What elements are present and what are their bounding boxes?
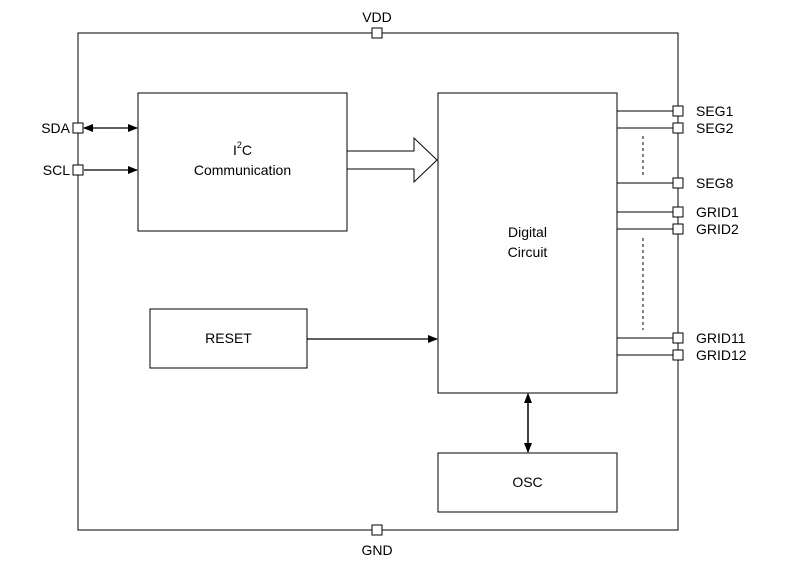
sda-pin — [72, 122, 84, 134]
sda-label: SDA — [41, 120, 70, 136]
seg1-pin — [672, 105, 684, 117]
grid12-label: GRID12 — [696, 347, 747, 363]
i2c-suffix: C — [241, 142, 253, 158]
digital-circuit-title: Digital Circuit — [438, 222, 617, 262]
scl-pin — [72, 164, 84, 176]
gnd-label: GND — [361, 542, 393, 558]
vdd-pin — [371, 27, 383, 39]
seg2-pin — [672, 122, 684, 134]
seg1-label: SEG1 — [696, 103, 734, 119]
digital-line1: Digital — [508, 224, 547, 240]
osc-block — [437, 452, 618, 513]
i2c-prefix: I — [232, 142, 237, 158]
i2c-line2: Communication — [193, 162, 292, 178]
data-bus-arrow — [346, 136, 438, 184]
gnd-pin — [371, 524, 383, 536]
grid12-pin — [672, 349, 684, 361]
grid1-pin — [672, 206, 684, 218]
grid11-label: GRID11 — [696, 330, 746, 346]
digital-circuit-block — [437, 92, 618, 394]
vdd-label: VDD — [362, 9, 392, 25]
grid2-pin — [672, 223, 684, 235]
digital-line2: Circuit — [507, 244, 548, 260]
seg8-pin — [672, 177, 684, 189]
seg2-label: SEG2 — [696, 120, 734, 136]
grid2-label: GRID2 — [696, 221, 739, 237]
i2c-superscript: 2 — [236, 140, 242, 151]
scl-label: SCL — [42, 162, 70, 178]
grid11-pin — [672, 332, 684, 344]
grid1-label: GRID1 — [696, 204, 739, 220]
i2c-block-title: I2C Communication — [138, 140, 347, 180]
i2c-block — [137, 92, 348, 232]
osc-label: OSC — [512, 474, 543, 490]
reset-label: RESET — [205, 330, 252, 346]
seg8-label: SEG8 — [696, 175, 734, 191]
